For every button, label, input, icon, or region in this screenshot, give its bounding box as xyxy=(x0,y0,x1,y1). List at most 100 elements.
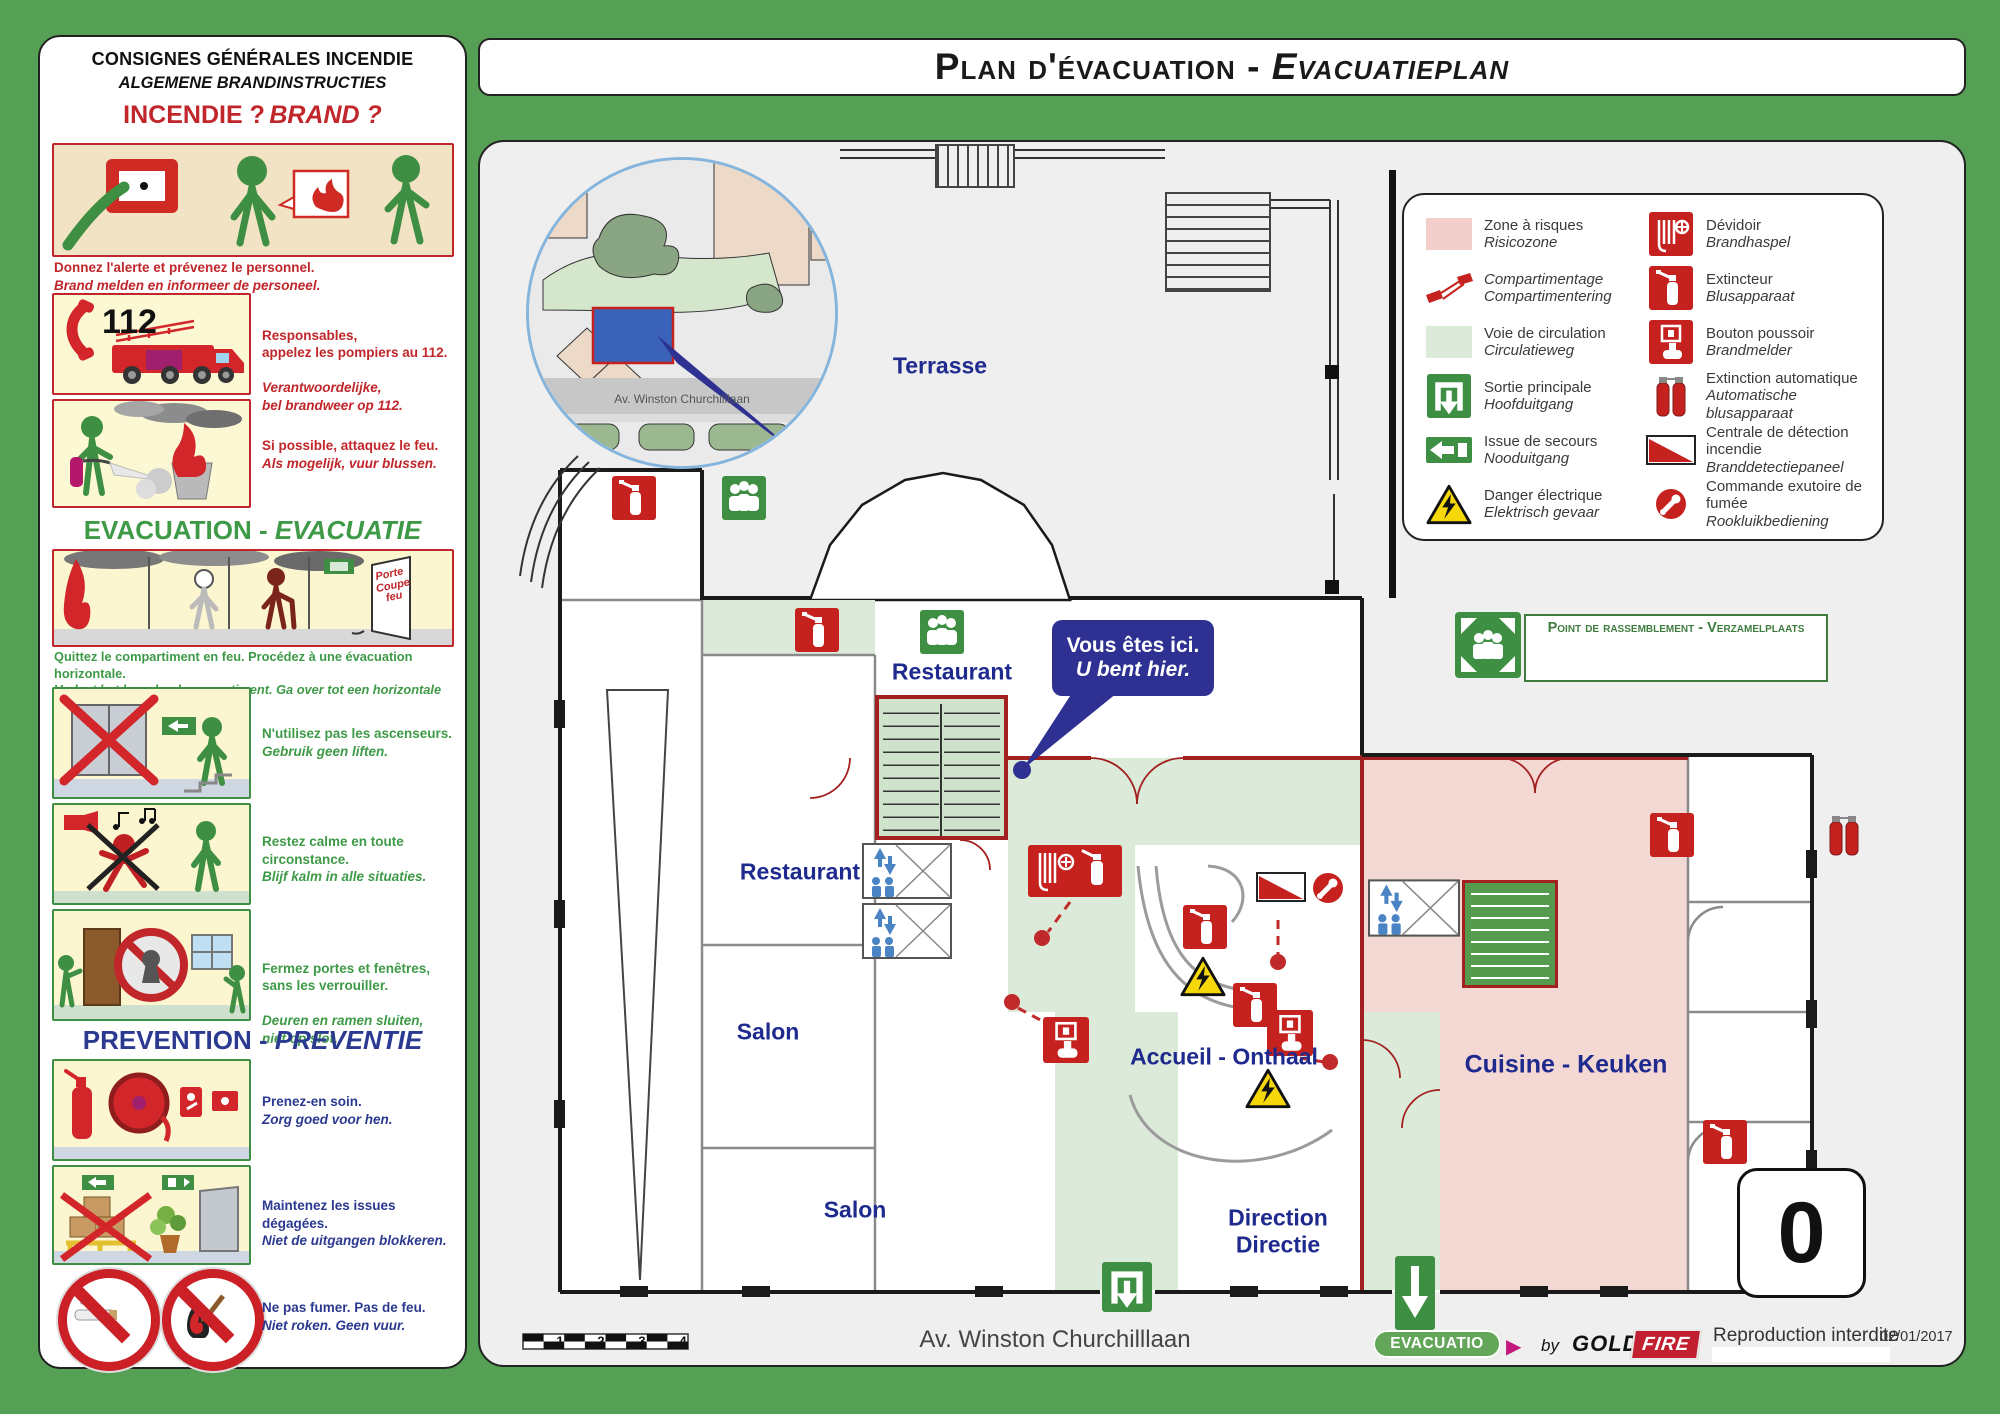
extinguisher-icon xyxy=(612,476,656,520)
electrical-danger-icon xyxy=(1180,956,1226,997)
terrace-steps-top xyxy=(935,144,1015,188)
page-title: Plan d'évacuation - Evacuatieplan xyxy=(934,46,1510,87)
goldfire-logo-gold: GOLD xyxy=(1572,1331,1640,1356)
room-label-terrasse: Terrasse xyxy=(892,352,988,379)
extinguisher-icon xyxy=(1650,813,1694,857)
building-location-marker xyxy=(591,306,675,365)
zone-risques-swatch xyxy=(1424,218,1474,250)
room-label-direction-nl: Directie xyxy=(1235,1231,1321,1258)
fire-section-heading: INCENDIE ? BRAND ? xyxy=(123,101,382,129)
plan-date: 02/01/2017 xyxy=(1880,1329,1953,1345)
restaurant-area-icon xyxy=(920,610,964,654)
centrale-detection-icon xyxy=(1646,435,1696,465)
logo-arrow-icon: ▶ xyxy=(1506,1336,1522,1358)
room-label-salon: Salon xyxy=(736,1018,800,1045)
elevator-icon xyxy=(862,843,952,899)
sortie-principale-icon xyxy=(1424,374,1474,418)
footer-blank-field xyxy=(1712,1347,1890,1362)
extinguisher-icon xyxy=(795,608,839,652)
scale-tick: 4 xyxy=(679,1333,687,1349)
room-label-direction-fr: Direction xyxy=(1228,1204,1328,1231)
street-label: Av. Winston Churchilllaan xyxy=(919,1326,1191,1353)
fire-instructions-sidebar: CONSIGNES GÉNÉRALES INCENDIE ALGEMENE BR… xyxy=(38,35,467,1371)
step-take-care: Prenez-en soin. Zorg goed voor hen. xyxy=(262,1094,393,1127)
fire-door-label: Porte Coupe feu xyxy=(374,565,411,605)
extinction-automatique-icon xyxy=(1646,373,1696,419)
fight-fire-illustration xyxy=(52,399,251,508)
assembly-point-icon xyxy=(1455,612,1521,678)
sidebar-title-fr: CONSIGNES GÉNÉRALES INCENDIE xyxy=(91,49,414,69)
floor-level-indicator: 0 xyxy=(1737,1168,1866,1298)
room-label-accueil: Accueil - Onthaal xyxy=(1130,1043,1318,1070)
room-label-restaurant: Restaurant xyxy=(891,658,1013,685)
clear-exits-illustration xyxy=(52,1165,251,1265)
assembly-point-banner: Point de rassemblement - Verzamelplaats xyxy=(1524,614,1828,682)
close-doors-illustration xyxy=(52,909,251,1021)
issue-secours-icon xyxy=(1424,437,1474,463)
electrical-danger-icon xyxy=(1245,1068,1291,1109)
copyright-notice: Reproduction interdite xyxy=(1713,1325,1899,1346)
room-label-cuisine: Cuisine - Keuken xyxy=(1464,1050,1668,1079)
danger-electrique-icon xyxy=(1424,484,1474,525)
equipment-care-illustration xyxy=(52,1059,251,1161)
inset-street-label: Av. Winston Churchilllaan xyxy=(614,392,750,406)
step-alert: Donnez l'alerte et prévenez le personnel… xyxy=(54,260,321,293)
by-label: by xyxy=(1541,1336,1559,1355)
kitchen-stairwell xyxy=(1462,880,1558,988)
step-stay-calm: Restez calme en toute circonstance. Blij… xyxy=(262,834,427,885)
stay-calm-illustration xyxy=(52,803,251,905)
goldfire-logo-fire: FIRE xyxy=(1629,1329,1703,1360)
room-label-restaurant: Restaurant xyxy=(739,858,861,885)
main-exit-icon xyxy=(1102,1262,1152,1312)
no-elevator-illustration xyxy=(52,687,251,799)
give-alarm-illustration xyxy=(52,143,454,257)
call-point-icon xyxy=(1043,1017,1089,1063)
commande-exutoire-icon xyxy=(1646,488,1696,520)
prevention-section-heading: PREVENTION - PREVENTIE xyxy=(82,1025,423,1055)
call-112-illustration: 112 xyxy=(52,293,251,395)
step-attack-fire: Si possible, attaquez le feu. Als mogeli… xyxy=(262,438,439,471)
automatic-extinguishing-icon xyxy=(1828,812,1860,858)
scale-tick: 1 xyxy=(556,1333,564,1349)
step-call-112: Responsables, appelez les pompiers au 11… xyxy=(262,327,448,413)
horizontal-evacuation-illustration: Porte Coupe feu xyxy=(52,549,454,647)
room-label-salon: Salon xyxy=(823,1196,887,1223)
scale-tick: 2 xyxy=(597,1333,605,1349)
devidoir-icon xyxy=(1646,212,1696,256)
evacuatio-logo: EVACUATIO xyxy=(1373,1330,1501,1358)
evacuation-section-heading: EVACUATION - EVACUATIE xyxy=(83,515,422,545)
step-no-smoking: Ne pas fumer. Pas de feu. Niet roken. Ge… xyxy=(262,1300,426,1333)
step-clear-exits: Maintenez les issues dégagées. Niet de u… xyxy=(262,1198,447,1249)
fire-detection-panel-icon xyxy=(1256,872,1306,902)
terrace-stairs-right xyxy=(1165,192,1271,292)
restaurant-area-icon xyxy=(722,476,766,520)
extinguisher-icon xyxy=(1703,1120,1747,1164)
no-smoking-icon xyxy=(58,1269,160,1371)
step-no-elevators: N'utilisez pas les ascenseurs. Gebruik g… xyxy=(262,726,453,759)
bouton-poussoir-icon xyxy=(1646,320,1696,364)
step-close-doors: Fermez portes et fenêtres, sans les verr… xyxy=(262,960,431,1046)
scale-tick: 3 xyxy=(638,1333,646,1349)
you-are-here-callout: Vous êtes ici. U bent hier. xyxy=(1052,620,1214,696)
smoke-vent-control-icon xyxy=(1312,872,1344,904)
compartimentage-icon xyxy=(1424,271,1474,305)
sidebar-title-nl: ALGEMENE BRANDINSTRUCTIES xyxy=(118,74,387,92)
elevator-icon xyxy=(862,903,952,959)
emergency-number: 112 xyxy=(102,303,157,341)
no-open-flame-icon xyxy=(162,1269,264,1371)
hose-reel-extinguisher-icon xyxy=(1028,845,1122,897)
extinguisher-icon xyxy=(1183,905,1227,949)
